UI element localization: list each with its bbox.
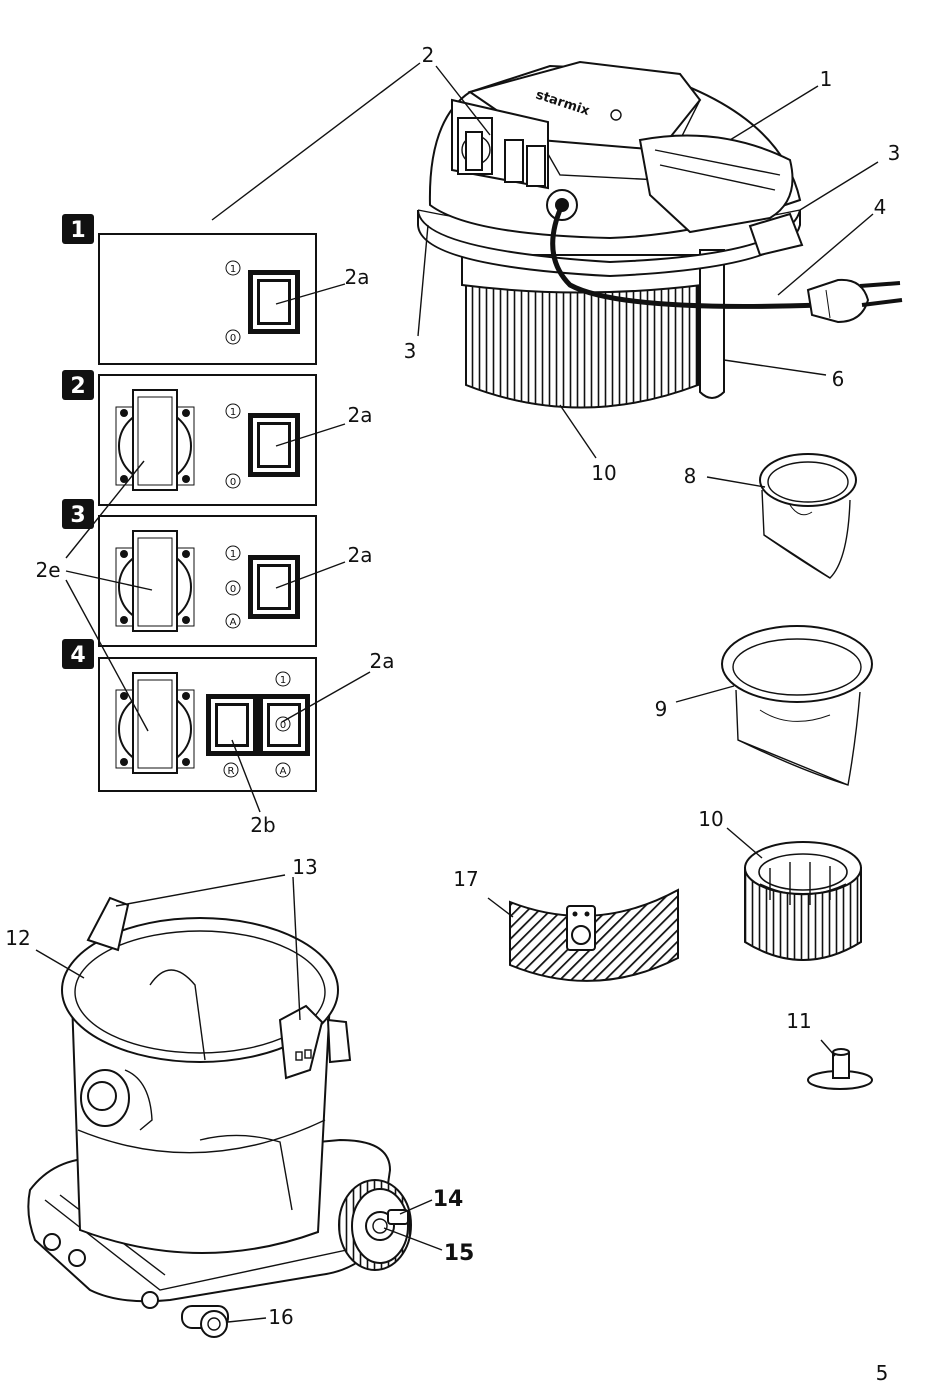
panel-4-switch-r xyxy=(206,694,258,756)
cartridge-filter xyxy=(744,841,862,961)
callout-17: 17 xyxy=(453,867,478,891)
panel-3-mark-off: 0 xyxy=(230,584,236,595)
panel-2-mark-off: 0 xyxy=(230,477,236,488)
fleece-filter-bag xyxy=(721,625,873,786)
rear-wheel xyxy=(338,1179,412,1271)
leader-lines xyxy=(35,62,879,1323)
callout-3-right: 3 xyxy=(888,141,901,165)
callout-panel-3-2a: 2a xyxy=(348,543,373,567)
panel-2-rocker-switch xyxy=(248,413,300,477)
filter-shield xyxy=(509,888,679,982)
callout-4: 4 xyxy=(874,195,887,219)
panel-4-mark-on: 1 xyxy=(280,675,286,686)
panel-2-number: 2 xyxy=(70,374,85,399)
page-number: 5 xyxy=(876,1361,889,1385)
panel-4: 4 1 xyxy=(62,639,317,792)
callout-13: 13 xyxy=(292,855,317,879)
panel-1: 1 1 0 xyxy=(62,214,317,365)
panel-4-switch-a xyxy=(258,694,310,756)
callout-labels: 2 1 3 4 3 6 10 8 9 10 11 17 12 13 14 15 … xyxy=(5,43,900,1385)
callout-2: 2 xyxy=(422,43,435,67)
callout-1: 1 xyxy=(820,67,833,91)
panel-3-mark-auto: A xyxy=(230,617,237,628)
callout-6: 6 xyxy=(832,367,845,391)
panel-4-mark-auto: A xyxy=(280,766,287,777)
container-assembly xyxy=(27,896,412,1338)
callout-8: 8 xyxy=(684,464,697,488)
callout-panel-2-2a: 2a xyxy=(348,403,373,427)
callout-10-upper: 10 xyxy=(591,461,616,485)
callout-16: 16 xyxy=(268,1305,293,1329)
motor-head: starmix xyxy=(417,60,903,409)
callout-10-lower: 10 xyxy=(698,807,723,831)
panel-2-socket xyxy=(115,389,195,491)
callout-11: 11 xyxy=(786,1009,811,1033)
panel-3-number: 3 xyxy=(70,503,85,528)
panel-4-mark-r: R xyxy=(228,766,235,777)
callout-2b: 2b xyxy=(250,813,275,837)
power-plug xyxy=(806,278,903,324)
panel-3-rocker-switch xyxy=(248,555,300,619)
panel-3-socket xyxy=(115,530,195,632)
callout-panel-4-2a: 2a xyxy=(370,649,395,673)
caster-wheel xyxy=(181,1305,229,1338)
panel-1-number: 1 xyxy=(70,218,85,243)
panel-4-mark-off: 0 xyxy=(280,720,286,731)
callout-9: 9 xyxy=(655,697,668,721)
callout-panel-1-2a: 2a xyxy=(345,265,370,289)
panel-1-rocker-switch xyxy=(248,270,300,334)
closing-cap xyxy=(807,1048,873,1090)
panel-1-mark-on: 1 xyxy=(230,264,236,275)
callout-3-left: 3 xyxy=(404,339,417,363)
callout-12: 12 xyxy=(5,926,30,950)
switch-panels: 1 1 0 2 xyxy=(62,214,317,792)
panel-2: 2 1 0 xyxy=(62,370,317,506)
panel-4-number: 4 xyxy=(70,643,85,668)
paper-filter-bag xyxy=(759,453,857,579)
panel-3: 3 1 0 A xyxy=(62,499,317,647)
panel-2-mark-on: 1 xyxy=(230,407,236,418)
callout-14: 14 xyxy=(433,1187,464,1212)
panel-1-mark-off: 0 xyxy=(230,333,236,344)
callout-15: 15 xyxy=(444,1241,475,1266)
panel-3-mark-on: 1 xyxy=(230,549,236,560)
callout-2e: 2e xyxy=(35,558,60,582)
